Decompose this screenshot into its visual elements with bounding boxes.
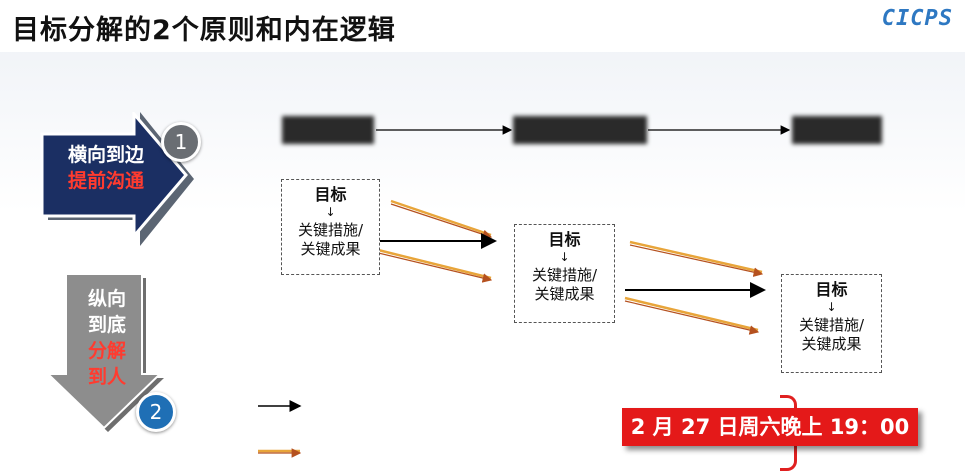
down-arrow-shape <box>45 273 164 432</box>
box-2-lower-brown-line <box>624 300 760 335</box>
results-label: 关键成果 <box>534 285 595 303</box>
goal-box-3: 目标 ↓ 关键措施/ 关键成果 <box>781 274 882 373</box>
principle-1-line-2: 提前沟通 <box>67 170 144 192</box>
goal-box-1: 目标 ↓ 关键措施/ 关键成果 <box>281 179 380 275</box>
principle-2-line-4: 到人 <box>87 366 126 388</box>
principle-2-arrow: 纵向 到底 分解 到人 <box>45 273 168 436</box>
principle-2-line-2: 到底 <box>87 314 126 336</box>
level-1-box <box>282 116 374 144</box>
box-1-lower-brown-line <box>365 249 493 283</box>
results-label: 关键成果 <box>801 335 862 353</box>
principle-1-line-1: 横向到边 <box>67 144 144 166</box>
measures-label: 关键措施/ <box>531 266 598 284</box>
level-2-box <box>513 116 647 144</box>
goal-box-2: 目标 ↓ 关键措施/ 关键成果 <box>514 224 615 323</box>
box-2-lower-orange-line <box>624 296 759 332</box>
principle-2-number-badge: 2 <box>136 392 176 432</box>
box-2-upper-orange-line <box>629 240 763 274</box>
level-3-box <box>792 116 882 144</box>
brand-logo: CICPS <box>881 6 953 31</box>
principle-2-line-1: 纵向 <box>87 288 126 310</box>
principle-1-arrow: 横向到边 提前沟通 <box>38 109 198 246</box>
box-1-upper-brown-line <box>390 203 493 239</box>
down-arrow-icon: ↓ <box>325 205 336 219</box>
right-arrow-shape <box>40 109 194 246</box>
event-time-badge: 2 月 27 日周六晚上 19：00 <box>622 408 918 446</box>
page-title: 目标分解的2个原则和内在逻辑 <box>12 15 396 46</box>
principle-2-line-3: 分解 <box>87 340 126 362</box>
down-arrow-icon: ↓ <box>826 300 837 314</box>
goal-label: 目标 <box>815 280 848 299</box>
measures-label: 关键措施/ <box>798 316 865 334</box>
box-1-lower-orange-line <box>365 245 492 280</box>
down-arrow-icon: ↓ <box>559 250 570 264</box>
measures-label: 关键措施/ <box>297 221 364 239</box>
box-2-upper-brown-line <box>629 244 764 277</box>
principle-1-number-badge: 1 <box>161 122 201 162</box>
box-1-upper-orange-line <box>390 199 492 237</box>
results-label: 关键成果 <box>300 240 361 258</box>
goal-label: 目标 <box>314 185 347 204</box>
goal-label: 目标 <box>548 230 581 249</box>
